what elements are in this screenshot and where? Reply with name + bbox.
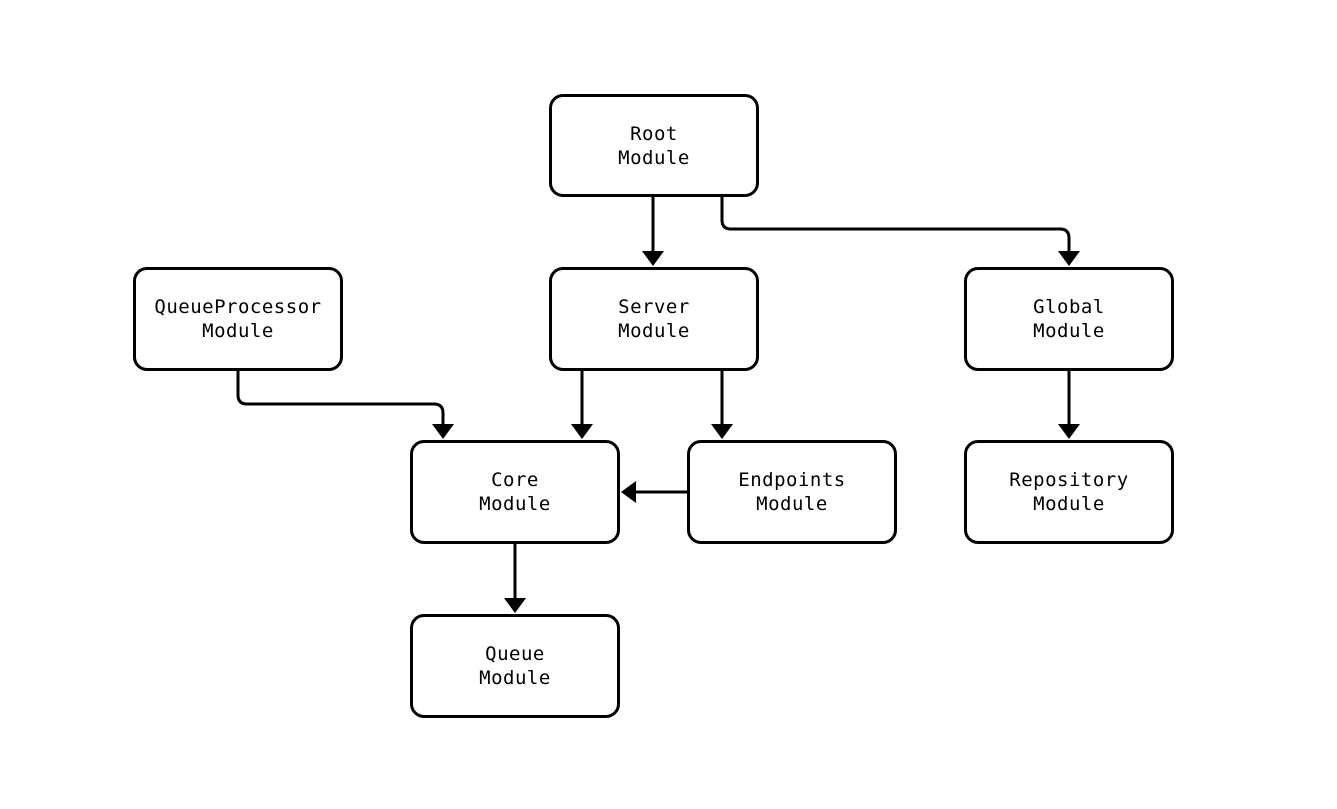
arrowhead xyxy=(1058,424,1080,439)
edge-root-to-server xyxy=(642,197,664,266)
edge-server-to-core xyxy=(571,371,593,439)
arrowhead xyxy=(571,424,593,439)
arrowhead xyxy=(432,424,454,439)
node-label-secondary: Module xyxy=(479,493,551,515)
edge-global-to-repository xyxy=(1058,371,1080,439)
edge-server-to-endpoints xyxy=(711,371,733,439)
node-label-primary: Repository xyxy=(1009,469,1129,491)
edge-root-to-global xyxy=(720,197,1080,266)
arrowhead xyxy=(504,598,526,613)
node-label-secondary: Module xyxy=(479,667,551,689)
edge-core-to-queue xyxy=(504,544,526,613)
arrowhead xyxy=(1058,251,1080,266)
edge-queueprocessor-to-core xyxy=(236,371,454,439)
node-label-secondary: Module xyxy=(618,320,690,342)
node-label-primary: Endpoints xyxy=(738,469,846,491)
node-label-primary: Queue xyxy=(485,643,545,665)
node-label-secondary: Module xyxy=(756,493,828,515)
edge-endpoints-to-core xyxy=(621,481,687,503)
node-label-secondary: Module xyxy=(1033,320,1105,342)
node-label-primary: Server xyxy=(618,296,690,318)
arrowhead xyxy=(642,251,664,266)
node-label-secondary: Module xyxy=(1033,493,1105,515)
node-label-secondary: Module xyxy=(202,320,274,342)
node-label-primary: Global xyxy=(1033,296,1105,318)
node-label-primary: Root xyxy=(630,122,678,145)
arrowhead xyxy=(711,424,733,439)
node-label-primary: Core xyxy=(491,469,539,491)
arrowhead xyxy=(621,481,636,503)
node-label-secondary: Module xyxy=(618,146,690,169)
node-label-primary: QueueProcessor xyxy=(154,296,322,318)
